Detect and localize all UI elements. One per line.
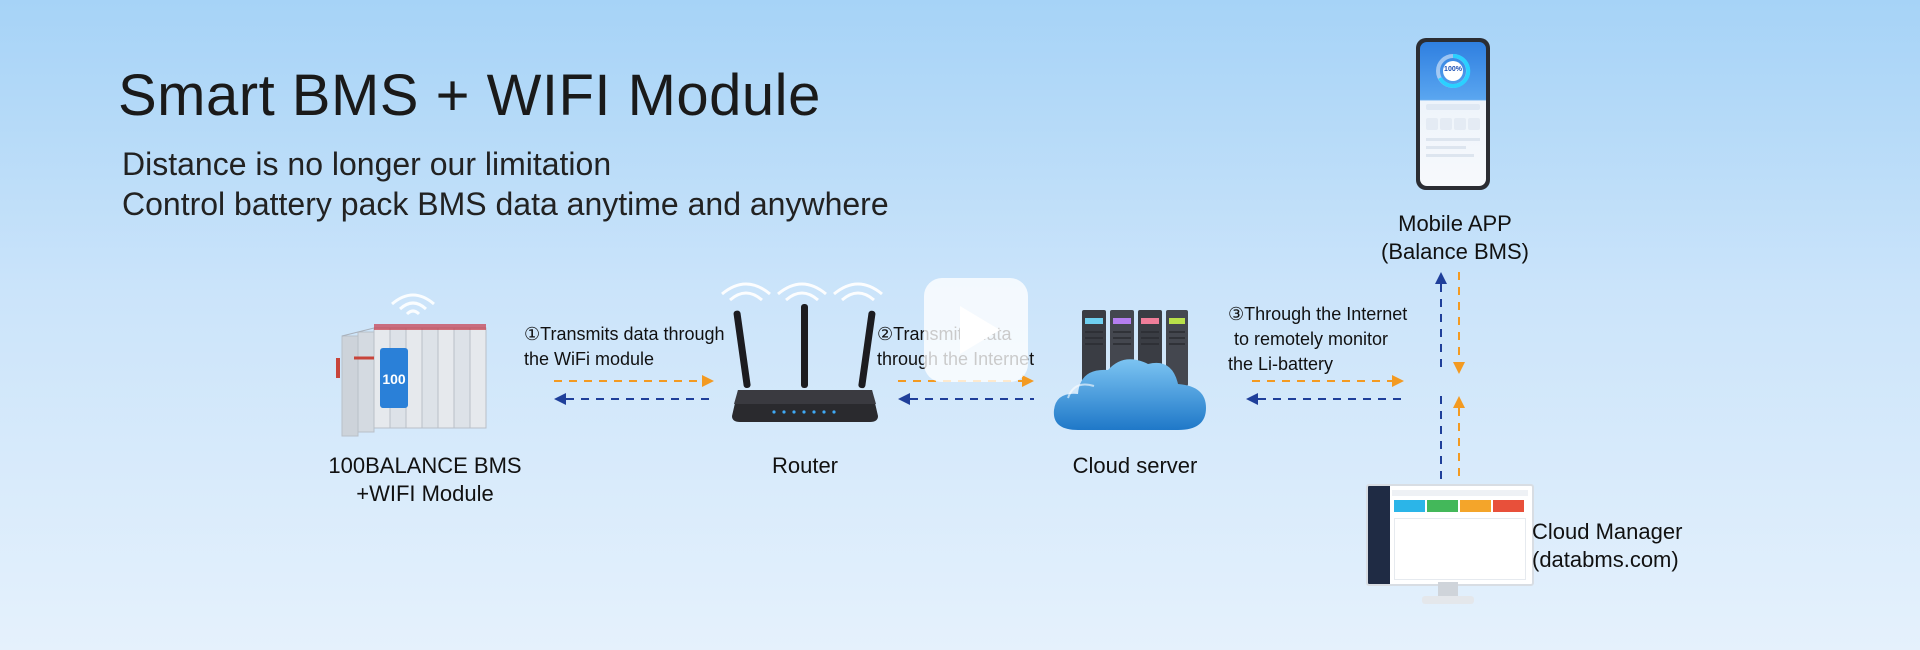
play-button[interactable] bbox=[924, 278, 1028, 382]
subtitle-line-2: Control battery pack BMS data anytime an… bbox=[122, 186, 889, 222]
arrow-right-1 bbox=[554, 375, 714, 387]
step-3-text: ③Through the Internet to remotely monito… bbox=[1228, 302, 1407, 377]
router-icon bbox=[732, 304, 878, 422]
router-label: Router bbox=[771, 453, 839, 478]
mobile-app-label-line-2: (Balance BMS) bbox=[1381, 239, 1529, 264]
cloud-manager-label: Cloud Manager (databms.com) bbox=[1532, 518, 1732, 574]
wifi-signal-icon bbox=[391, 293, 435, 316]
subtitle-line-1: Distance is no longer our limitation bbox=[122, 146, 612, 182]
mobile-app-label: Mobile APP (Balance BMS) bbox=[1340, 210, 1570, 266]
cloud-manager-label-line-1: Cloud Manager bbox=[1532, 519, 1683, 544]
monitor-icon bbox=[1366, 484, 1534, 608]
step-3-line-2: to remotely monitor bbox=[1234, 329, 1389, 349]
arrow-left-1 bbox=[554, 393, 714, 405]
smartphone-icon: 100% bbox=[1416, 38, 1490, 190]
bms-label-line-1: 100BALANCE BMS bbox=[328, 453, 522, 478]
arrow-down-to-manager bbox=[1440, 396, 1442, 482]
arrow-down-from-mobile bbox=[1453, 272, 1465, 374]
gauge-value: 100% bbox=[1444, 66, 1462, 73]
arrow-right-3 bbox=[1252, 375, 1404, 387]
step-3-line-3: the Li-battery bbox=[1228, 354, 1334, 374]
wifi-signal-icon bbox=[721, 282, 883, 302]
step-1-text: ①Transmits data through the WiFi module bbox=[524, 322, 725, 372]
step-3-line-1: ③Through the Internet bbox=[1228, 304, 1408, 324]
monitor-screen bbox=[1366, 484, 1534, 586]
play-icon bbox=[960, 306, 1000, 354]
cloud-server-label: Cloud server bbox=[1072, 453, 1198, 478]
phone-screen: 100% bbox=[1420, 42, 1486, 186]
step-1-line-1: ①Transmits data through bbox=[524, 324, 725, 344]
svg-text:100: 100 bbox=[382, 371, 406, 387]
cloud-icon bbox=[1053, 359, 1206, 430]
arrow-up-to-mobile bbox=[1435, 272, 1447, 374]
arrow-left-3 bbox=[1246, 393, 1404, 405]
bms-label-line-2: +WIFI Module bbox=[356, 481, 494, 506]
page-title: Smart BMS + WIFI Module bbox=[118, 63, 821, 128]
arrow-up-from-manager bbox=[1453, 396, 1465, 482]
battery-pack-icon: 100 bbox=[336, 324, 487, 437]
arrow-left-2 bbox=[898, 393, 1034, 405]
server-rack-icon bbox=[1082, 310, 1188, 386]
cloud-manager-label-line-2: (databms.com) bbox=[1532, 547, 1679, 572]
mobile-app-label-line-1: Mobile APP bbox=[1398, 211, 1512, 236]
step-1-line-2: the WiFi module bbox=[524, 349, 655, 369]
bms-label: 100BALANCE BMS +WIFI Module bbox=[290, 452, 560, 508]
battery-gauge bbox=[1436, 53, 1471, 88]
